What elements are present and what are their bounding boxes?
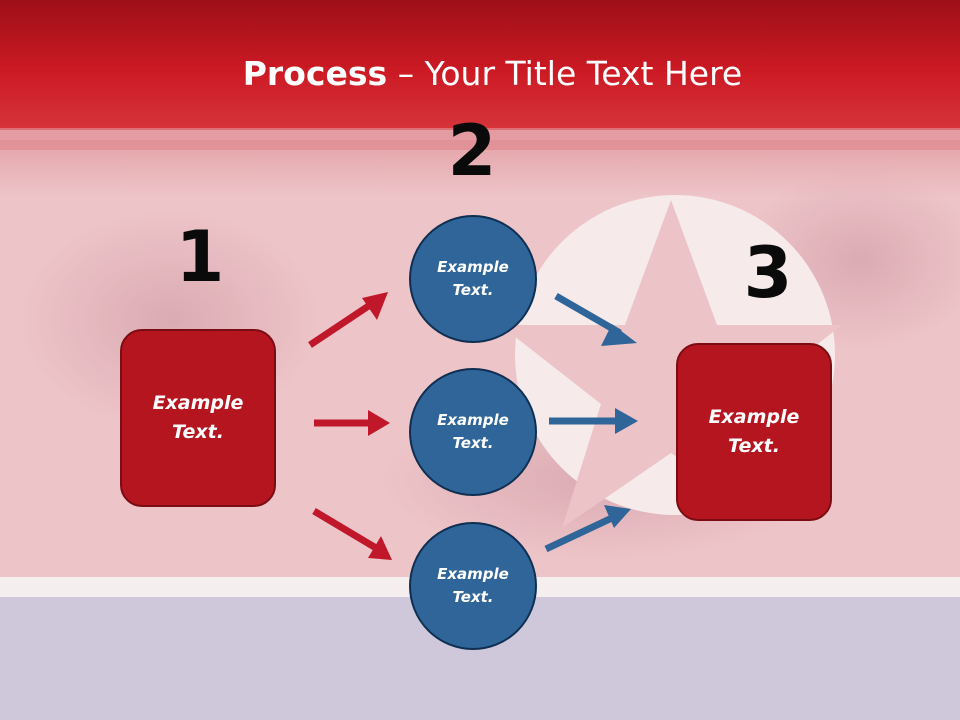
process-box-right-label: Example Text. <box>699 403 809 461</box>
step-number-3: 3 <box>743 232 793 314</box>
process-circle-top[interactable]: Example Text. <box>409 215 537 343</box>
process-circle-bottom-line1: Example <box>437 565 509 583</box>
arrowhead-red-down <box>368 536 392 560</box>
arrow-blue-down <box>554 292 622 337</box>
process-circle-top-line1: Example <box>437 258 509 276</box>
step-number-2: 2 <box>447 110 497 192</box>
arrowhead-red-up <box>362 292 388 320</box>
process-box-left-label: Example Text. <box>143 389 253 447</box>
process-box-right-line1: Example <box>708 406 800 428</box>
process-circle-middle[interactable]: Example Text. <box>409 368 537 496</box>
arrow-blue-up <box>544 513 616 553</box>
title-bold: Process <box>242 54 388 93</box>
process-circle-middle-label: Example Text. <box>418 409 528 455</box>
arrowhead-blue-up <box>604 505 631 528</box>
process-circle-bottom-label: Example Text. <box>418 563 528 609</box>
process-circle-bottom[interactable]: Example Text. <box>409 522 537 650</box>
arrowhead-blue-middle <box>615 408 638 434</box>
process-box-left[interactable]: Example Text. <box>120 329 276 507</box>
process-box-left-line2: Text. <box>172 421 224 443</box>
step-number-1: 1 <box>175 216 225 298</box>
slide-title: Process – Your Title Text Here <box>0 54 960 94</box>
title-rest: – Your Title Text Here <box>387 54 743 93</box>
process-box-right[interactable]: Example Text. <box>676 343 832 521</box>
process-circle-top-label: Example Text. <box>418 256 528 302</box>
process-box-right-line2: Text. <box>728 435 780 457</box>
arrowhead-red-middle <box>368 410 390 436</box>
process-circle-middle-line1: Example <box>437 411 509 429</box>
arrow-red-down <box>312 507 378 552</box>
arrow-red-up <box>308 302 372 348</box>
process-box-left-line1: Example <box>152 392 244 414</box>
star-emblem <box>500 200 842 528</box>
process-circle-middle-line2: Text. <box>452 434 494 452</box>
process-circle-bottom-line2: Text. <box>452 588 494 606</box>
process-circle-top-line2: Text. <box>452 281 494 299</box>
arrowhead-blue-down <box>601 324 637 346</box>
